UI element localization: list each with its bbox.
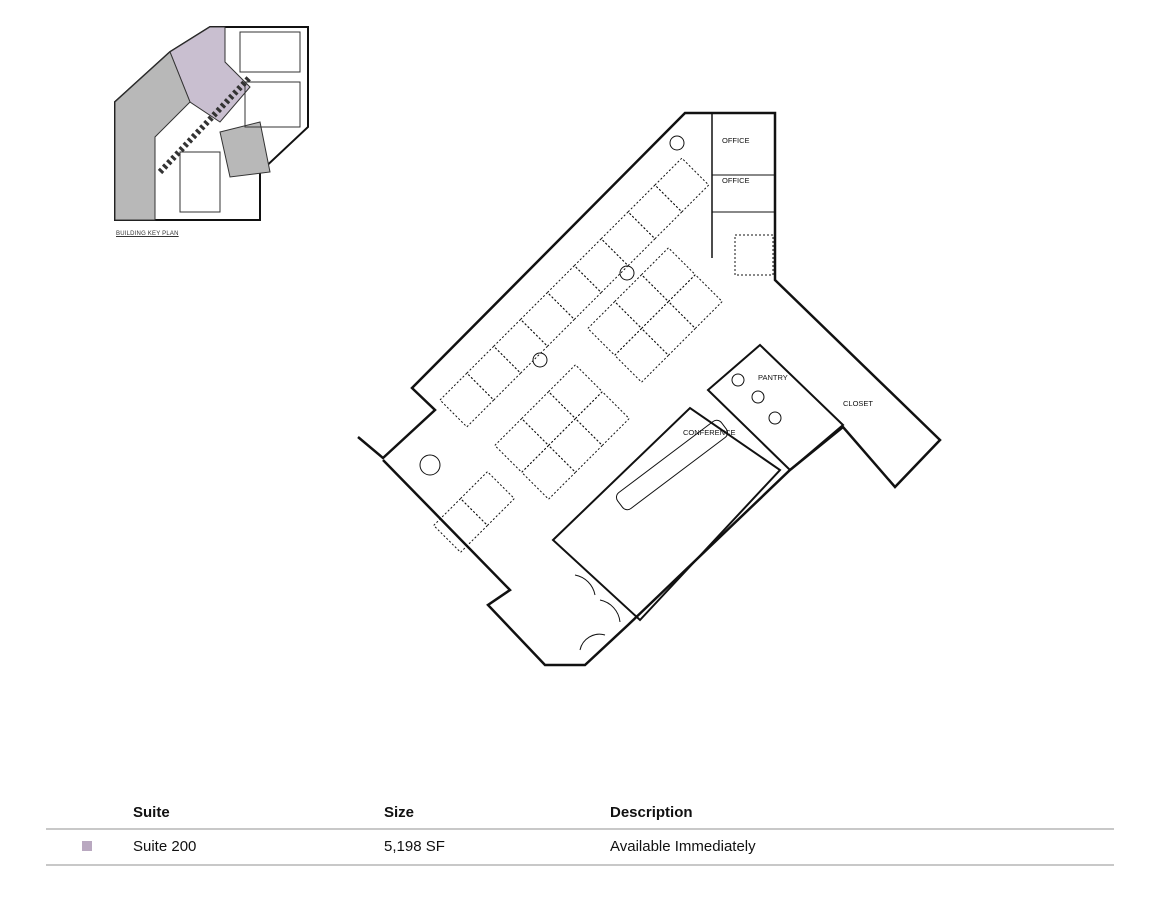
building-key-plan	[114, 26, 309, 221]
workstation-cluster	[432, 470, 516, 554]
suite-highlight	[169, 26, 251, 123]
header-suite: Suite	[133, 800, 384, 830]
room-label-closet: CLOSET	[843, 399, 873, 408]
header-description: Description	[610, 800, 1114, 830]
workstation-cluster	[494, 364, 630, 500]
cell-description: Available Immediately	[610, 829, 1114, 866]
room-label-pantry: PANTRY	[758, 373, 788, 382]
cell-size: 5,198 SF	[384, 829, 610, 866]
table-row: Suite 200 5,198 SF Available Immediately	[46, 829, 1114, 866]
room-label-conference: CONFERENCE	[683, 428, 736, 437]
exterior-wall	[357, 111, 942, 667]
pantry-wall	[706, 343, 845, 472]
header-size: Size	[384, 800, 610, 830]
key-plan-caption: BUILDING KEY PLAN	[116, 231, 179, 237]
workstation-cluster	[587, 247, 723, 383]
floor-plan: OFFICE OFFICE PANTRY CONFERENCE CLOSET	[357, 111, 942, 667]
room-label-office: OFFICE	[722, 176, 750, 185]
room-label-office: OFFICE	[722, 136, 750, 145]
suite-color-swatch	[82, 841, 92, 851]
cell-suite: Suite 200	[133, 829, 384, 866]
conference-table	[615, 419, 729, 511]
suite-table: Suite Size Description Suite 200 5,198 S…	[46, 800, 1114, 866]
conference-room-wall	[551, 406, 782, 622]
workstation-row	[439, 157, 710, 428]
